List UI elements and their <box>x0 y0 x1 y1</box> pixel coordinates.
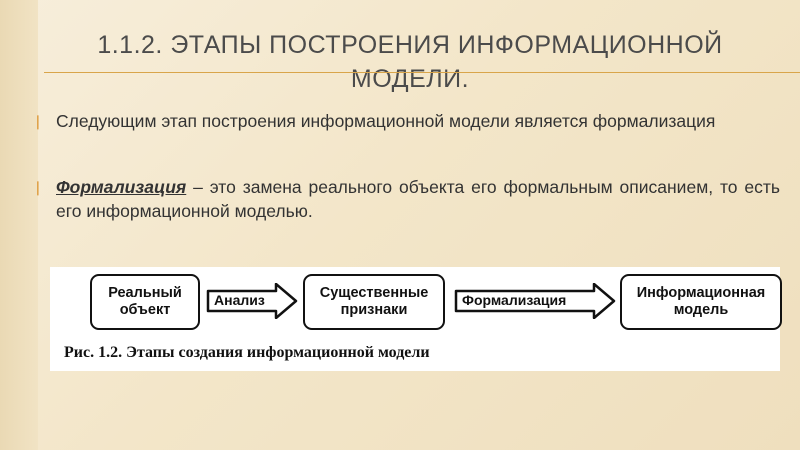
arrow-label-formalization: Формализация <box>462 292 567 308</box>
arrow-label-analysis: Анализ <box>214 292 265 308</box>
bullet-item-1: ❘ Следующим этап построения информационн… <box>32 109 780 133</box>
bullet-marker-icon: ❘ <box>32 179 44 195</box>
figure-caption: Рис. 1.2. Этапы создания информационной … <box>64 344 430 361</box>
bullet-marker-icon: ❘ <box>32 113 44 129</box>
title-divider <box>44 72 800 73</box>
node-information-model: Информационная модель <box>620 274 782 330</box>
bullet-text-1: Следующим этап построения информационной… <box>56 111 716 131</box>
arrow-right-icon <box>454 283 616 319</box>
process-diagram: Реальный объект Анализ Существенные приз… <box>50 267 782 371</box>
arrow-analysis: Анализ <box>206 283 298 319</box>
defined-term: Формализация <box>56 177 187 197</box>
arrow-right-icon <box>206 283 298 319</box>
bullet-text-2: Формализация – это замена реального объе… <box>56 175 780 223</box>
left-decorative-band <box>0 0 38 450</box>
arrow-formalization: Формализация <box>454 283 616 319</box>
node-essential-features: Существенные признаки <box>303 274 445 330</box>
slide-title: 1.1.2. Этапы построения информационной м… <box>97 31 723 93</box>
bullet-item-2: ❘ Формализация – это замена реального об… <box>32 175 780 223</box>
definition-text: – это замена реального объекта его форма… <box>56 177 780 221</box>
node-real-object: Реальный объект <box>90 274 200 330</box>
